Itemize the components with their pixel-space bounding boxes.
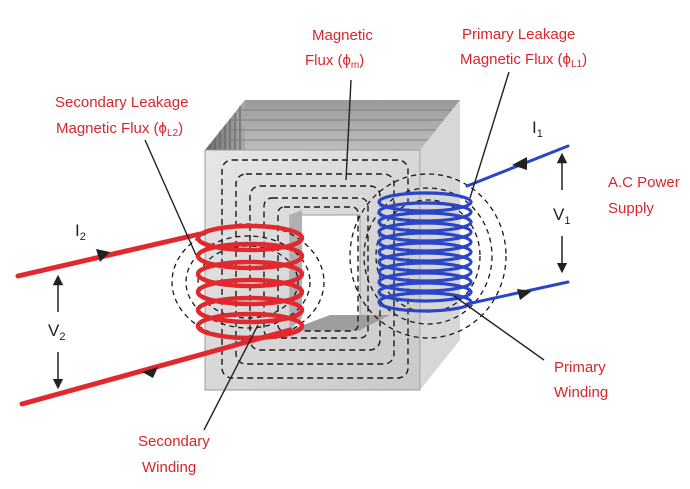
- i2-arrow: [96, 249, 110, 262]
- secondary-coil: [195, 223, 305, 341]
- secondary-winding-label-line1: Secondary: [138, 433, 210, 450]
- secondary-leakage-label-line1: Secondary Leakage: [55, 94, 188, 111]
- primary-winding: [349, 144, 570, 339]
- primary-winding-label-line2: Winding: [554, 384, 608, 401]
- core-top-laminations: [213, 109, 452, 141]
- laminated-core: [204, 100, 460, 391]
- primary-return-arrow: [517, 289, 532, 300]
- v2-symbol: V2: [48, 321, 65, 343]
- primary-leakage-label-line1: Primary Leakage: [462, 26, 575, 43]
- i1-arrow: [512, 157, 527, 170]
- primary-bottom-lead: [465, 280, 570, 306]
- secondary-winding-label-line2: Winding: [142, 459, 196, 476]
- primary-coil: [377, 191, 473, 313]
- core-window-depth: [290, 315, 390, 330]
- i2-symbol: I2: [75, 221, 86, 243]
- secondary-leakage-label-line2: Magnetic Flux (ϕL2): [56, 120, 183, 139]
- primary-winding-label-line1: Primary: [554, 359, 606, 376]
- v1-symbol: V1: [553, 205, 570, 227]
- secondary-winding: [15, 223, 325, 407]
- secondary-bottom-lead: [19, 327, 293, 407]
- i1-symbol: I1: [532, 118, 543, 140]
- pointer-lines: [144, 71, 545, 431]
- magnetic-flux-label-line2: Flux (ϕm): [305, 52, 364, 71]
- ac-power-label-line2: Supply: [608, 200, 654, 217]
- primary-leakage-label-line2: Magnetic Flux (ϕL1): [460, 51, 587, 70]
- core-top-face: [205, 100, 460, 150]
- return-current-arrow: [142, 367, 158, 378]
- magnetic-flux-label-line1: Magnetic: [312, 27, 373, 44]
- secondary-top-lead: [15, 231, 203, 279]
- ac-power-label-line1: A.C Power: [608, 174, 680, 191]
